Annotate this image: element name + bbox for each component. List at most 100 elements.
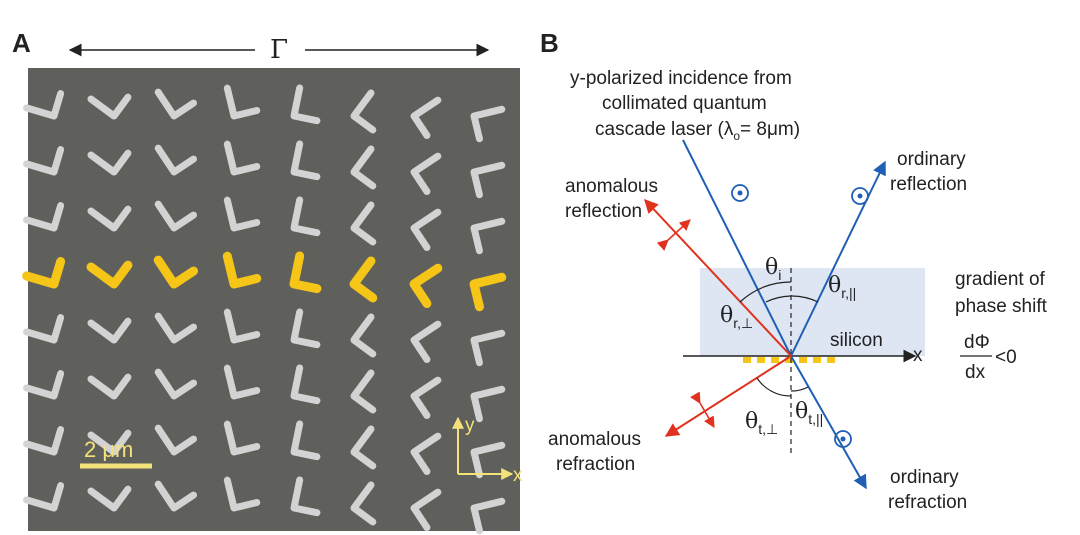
antenna [154, 88, 198, 120]
antenna [23, 426, 65, 456]
gradient-label-line2: phase shift [955, 296, 1048, 317]
highlighted-antenna [222, 251, 262, 289]
angle-arc-theta-i [765, 295, 792, 303]
antenna [470, 105, 506, 143]
incidence-label-line1: y-polarized incidence from [570, 68, 792, 89]
antenna [87, 205, 132, 232]
theta-t-par-label: θt,|| [795, 399, 823, 427]
incident-ray [682, 139, 792, 357]
antenna [470, 329, 506, 367]
antenna [23, 370, 65, 400]
ordinary-reflection-label-2: reflection [890, 174, 967, 195]
antenna [87, 429, 132, 456]
antenna [290, 364, 321, 405]
antenna [87, 149, 132, 176]
antenna [350, 145, 377, 190]
theta-i-label: θi [765, 255, 781, 283]
antenna [23, 202, 65, 232]
ordinary-refraction-label-1: ordinary [890, 467, 959, 488]
incidence-label-line3: cascade laser (λo= 8μm) [595, 119, 800, 143]
antenna [223, 420, 261, 456]
antenna [290, 308, 321, 349]
antenna [410, 432, 442, 476]
antenna-array [22, 84, 507, 535]
antenna [23, 482, 65, 512]
antenna [87, 485, 132, 512]
highlighted-antenna [289, 251, 322, 294]
antenna [350, 201, 377, 246]
theta-r-perp-label: θr,⊥ [720, 303, 753, 331]
antenna [470, 441, 506, 479]
highlighted-antenna [409, 263, 443, 309]
antenna [223, 140, 261, 176]
antenna [350, 313, 377, 358]
anomalous-refraction-polarization-icon [690, 391, 715, 428]
reflection-polarization-icon [851, 187, 869, 205]
antenna [290, 84, 321, 125]
axis-y-label: y [465, 415, 475, 436]
antenna [350, 425, 377, 470]
interface-x-label: x [913, 345, 923, 366]
angle-arc-theta-t-par [790, 386, 809, 392]
panel-b-letter: B [540, 28, 559, 58]
theta-r-par-label: θr,|| [828, 273, 856, 301]
anomalous-reflection-polarization-icon [656, 219, 691, 251]
antenna [350, 369, 377, 414]
antenna [410, 152, 442, 196]
antenna [290, 140, 321, 181]
angle-arc-theta-r-par [790, 295, 819, 303]
axis-x-label: x [513, 465, 523, 486]
antenna [470, 217, 506, 255]
anomalous-refraction-label-2: refraction [556, 454, 635, 475]
antenna [223, 196, 261, 232]
highlighted-antenna [349, 256, 378, 303]
antenna-row [743, 357, 835, 363]
antenna [87, 93, 132, 120]
theta-t-perp-label: θt,⊥ [745, 409, 778, 437]
antenna [470, 497, 506, 535]
antenna [223, 476, 261, 512]
antenna [410, 320, 442, 364]
antenna [350, 89, 377, 134]
less-than-zero: <0 [995, 347, 1017, 368]
antenna [87, 373, 132, 400]
antenna [154, 144, 198, 176]
sem-image-background [28, 68, 520, 531]
antenna [23, 146, 65, 176]
antenna [223, 364, 261, 400]
incident-polarization-icon [731, 184, 749, 202]
antenna [23, 314, 65, 344]
antenna [290, 476, 321, 517]
highlighted-antenna [153, 255, 199, 289]
scale-bar-label: 2 μm [84, 437, 133, 462]
incidence-label-line2: collimated quantum [602, 93, 767, 114]
ordinary-refraction-label-2: refraction [888, 492, 967, 513]
anomalous-refraction-ray [664, 355, 792, 437]
anomalous-refraction-label-1: anomalous [548, 429, 641, 450]
panel-a: A Γ 2 μm y x [12, 28, 523, 535]
dphi-numerator: dΦ [964, 332, 990, 353]
refraction-polarization-icon [834, 430, 852, 448]
antenna [290, 420, 321, 461]
antenna [154, 480, 198, 512]
panel-a-letter: A [12, 28, 31, 58]
antenna [350, 481, 377, 526]
highlighted-antenna [469, 272, 507, 312]
angle-arc-theta-t-perp [756, 377, 792, 397]
panel-b: B y-polarized incidence from collimated … [540, 28, 1048, 513]
antenna [223, 308, 261, 344]
highlighted-antenna [86, 260, 133, 289]
ordinary-reflection-ray [790, 160, 886, 357]
antenna [410, 376, 442, 420]
antenna [87, 317, 132, 344]
gamma-symbol: Γ [270, 35, 288, 65]
gradient-label-line1: gradient of [955, 269, 1046, 290]
antenna [470, 385, 506, 423]
antenna [154, 368, 198, 400]
ordinary-refraction-ray [790, 355, 867, 490]
antenna [410, 208, 442, 252]
antenna [154, 200, 198, 232]
ordinary-reflection-label-1: ordinary [897, 149, 966, 170]
antenna [470, 161, 506, 199]
